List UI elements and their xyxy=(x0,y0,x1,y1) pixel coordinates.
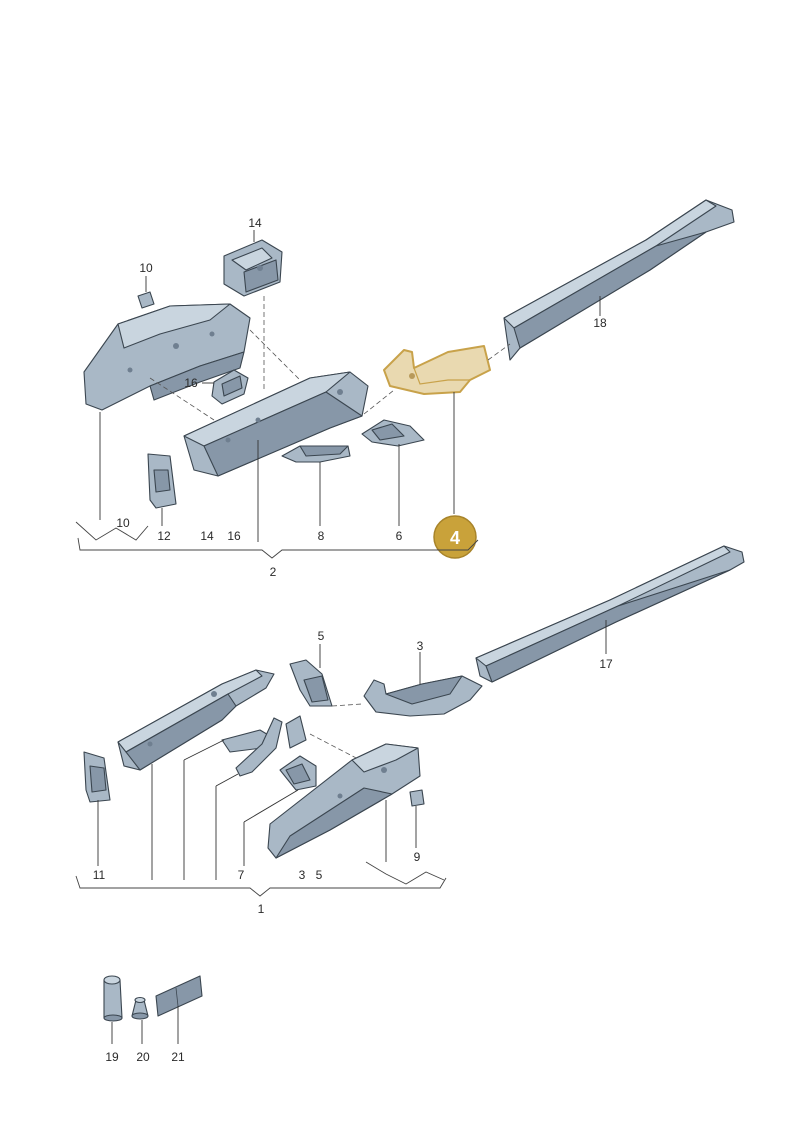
label-17[interactable]: 17 xyxy=(599,657,613,671)
part-12-plate[interactable] xyxy=(147,453,177,509)
label-9[interactable]: 9 xyxy=(414,850,421,864)
part-18-rail[interactable] xyxy=(503,199,735,361)
label-16[interactable]: 16 xyxy=(184,376,198,390)
part-bracket-b[interactable] xyxy=(235,717,283,777)
part-2-member[interactable] xyxy=(183,371,369,477)
part-1-member-left[interactable] xyxy=(117,669,275,771)
label-16-group[interactable]: 16 xyxy=(227,529,241,543)
part-1-member-right[interactable] xyxy=(267,743,421,859)
label-11[interactable]: 11 xyxy=(93,868,106,882)
part-4-highlighted[interactable] xyxy=(383,345,491,395)
part-3-panel[interactable] xyxy=(363,675,483,717)
label-7[interactable]: 7 xyxy=(238,868,245,882)
label-5-group[interactable]: 5 xyxy=(316,868,323,882)
part-17-rail[interactable] xyxy=(475,545,745,683)
label-8[interactable]: 8 xyxy=(318,529,325,543)
part-14-bracket[interactable] xyxy=(223,239,283,297)
part-6-bracket[interactable] xyxy=(361,419,425,447)
label-1[interactable]: 1 xyxy=(258,902,265,916)
part-bracket-c[interactable] xyxy=(285,715,307,749)
label-3-group[interactable]: 3 xyxy=(299,868,306,882)
part-19-plug[interactable] xyxy=(103,975,123,1022)
label-21[interactable]: 21 xyxy=(171,1050,185,1064)
part-20-grommet[interactable] xyxy=(131,996,149,1020)
label-14-group[interactable]: 14 xyxy=(200,529,214,543)
label-19[interactable]: 19 xyxy=(105,1050,119,1064)
label-10-group[interactable]: 10 xyxy=(116,516,130,530)
label-6[interactable]: 6 xyxy=(396,529,403,543)
part-21-tape[interactable] xyxy=(155,975,203,1017)
label-3[interactable]: 3 xyxy=(417,639,424,653)
part-5-bracket[interactable] xyxy=(289,659,333,707)
part-16-bracket[interactable] xyxy=(211,369,249,405)
part-8-reinforcement[interactable] xyxy=(281,445,351,463)
label-12[interactable]: 12 xyxy=(157,529,171,543)
label-14[interactable]: 14 xyxy=(248,216,262,230)
callout-4[interactable]: 4 xyxy=(433,515,477,559)
label-10[interactable]: 10 xyxy=(139,261,153,275)
label-18[interactable]: 18 xyxy=(593,316,607,330)
part-left-member-upper[interactable] xyxy=(83,303,251,411)
callout-4-number: 4 xyxy=(450,528,460,548)
label-5[interactable]: 5 xyxy=(318,629,325,643)
label-2[interactable]: 2 xyxy=(270,565,277,579)
label-20[interactable]: 20 xyxy=(136,1050,150,1064)
part-9-clip[interactable] xyxy=(409,789,425,807)
part-10-clip[interactable] xyxy=(137,291,155,309)
part-11-plate[interactable] xyxy=(83,751,111,803)
part-7-bracket[interactable] xyxy=(279,755,317,791)
